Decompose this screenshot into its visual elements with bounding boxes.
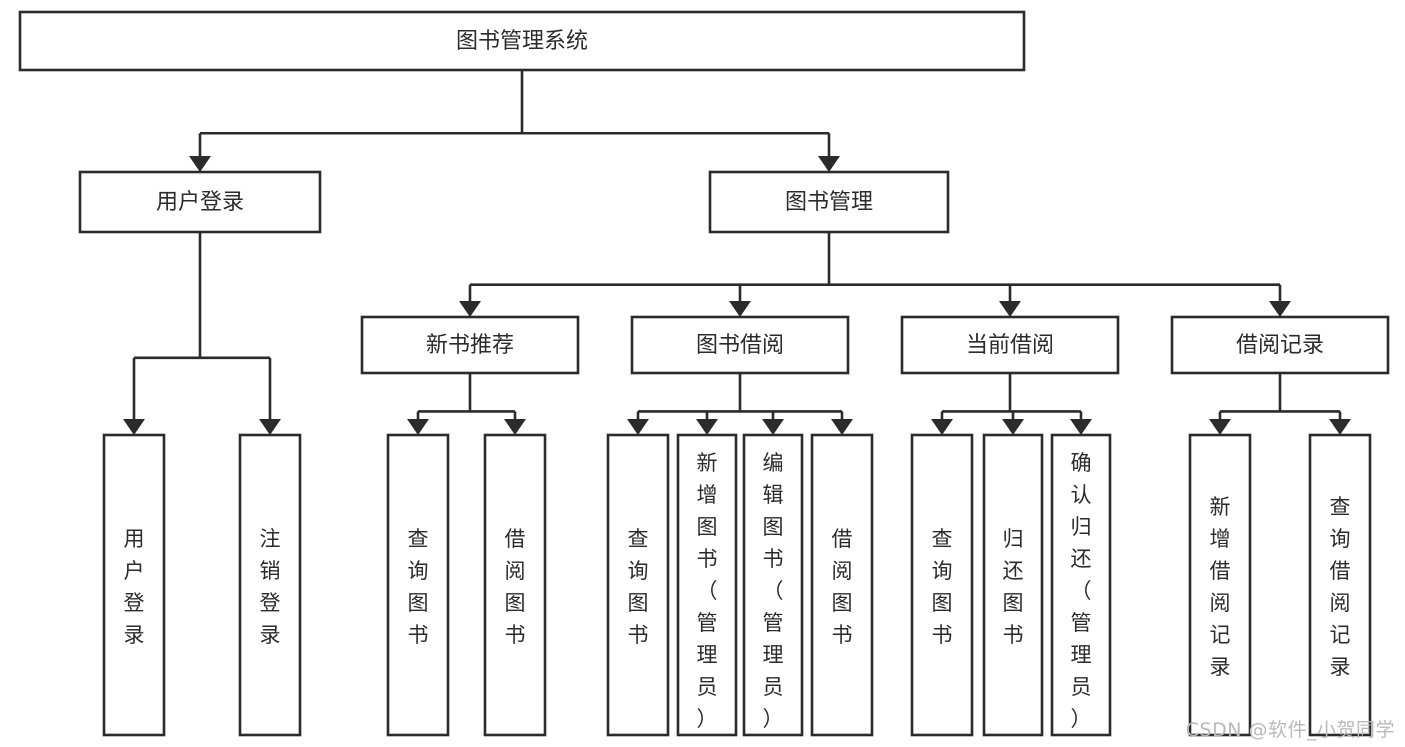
node-leaf-add-record[interactable]: 新增借阅记录 — [1188, 433, 1252, 737]
node-newbook[interactable]: 新书推荐 — [360, 315, 580, 375]
arrow-head-newbook-to-leaf-query-book-1 — [407, 419, 429, 435]
arrow-head-bookmgmt-to-records — [1269, 301, 1291, 317]
node-box-records[interactable] — [1170, 315, 1390, 375]
node-box-leaf-edit-book[interactable] — [742, 433, 804, 737]
node-label-current: 当前借阅 — [966, 333, 1054, 358]
node-label-leaf-query-book-2: 查询图书 — [628, 527, 649, 647]
node-label-leaf-query-record: 查询借阅记录 — [1330, 495, 1351, 679]
node-label-leaf-user-login: 用户登录 — [124, 527, 145, 647]
node-label-login: 用户登录 — [156, 190, 244, 215]
node-label-leaf-confirm-return: 确认归还（管理员） — [1071, 451, 1092, 731]
node-box-leaf-borrow-book-1[interactable] — [483, 433, 547, 737]
node-leaf-edit-book[interactable]: 编辑图书（管理员） — [742, 433, 804, 737]
node-box-login[interactable] — [78, 170, 322, 234]
node-box-leaf-query-book-3[interactable] — [910, 433, 974, 737]
node-label-leaf-add-book: 新增图书（管理员） — [697, 451, 718, 731]
arrow-head-login-to-leaf-logout — [259, 419, 281, 435]
node-box-leaf-user-login[interactable] — [102, 433, 166, 737]
arrow-head-root-to-bookmgmt — [818, 156, 840, 172]
node-label-newbook: 新书推荐 — [426, 333, 514, 358]
arrow-head-current-to-leaf-query-book-3 — [931, 419, 953, 435]
node-bookmgmt[interactable]: 图书管理 — [708, 170, 950, 234]
arrow-head-borrow-to-leaf-borrow-book-2 — [831, 419, 853, 435]
arrow-head-borrow-to-leaf-add-book — [696, 419, 718, 435]
node-root[interactable]: 图书管理系统 — [18, 10, 1026, 72]
node-leaf-borrow-book-1[interactable]: 借阅图书 — [483, 433, 547, 737]
arrow-head-bookmgmt-to-newbook — [459, 301, 481, 317]
node-label-bookmgmt: 图书管理 — [785, 190, 873, 215]
arrow-head-root-to-login — [189, 156, 211, 172]
arrow-head-borrow-to-leaf-edit-book — [762, 419, 784, 435]
arrow-head-current-to-leaf-return-book — [1002, 419, 1024, 435]
arrow-head-records-to-leaf-add-record — [1209, 419, 1231, 435]
node-box-leaf-confirm-return[interactable] — [1050, 433, 1112, 737]
node-label-leaf-edit-book: 编辑图书（管理员） — [763, 451, 784, 731]
node-box-leaf-logout[interactable] — [238, 433, 302, 737]
node-label-records: 借阅记录 — [1236, 333, 1324, 358]
node-leaf-add-book[interactable]: 新增图书（管理员） — [676, 433, 738, 737]
arrow-head-login-to-leaf-user-login — [123, 419, 145, 435]
node-records[interactable]: 借阅记录 — [1170, 315, 1390, 375]
arrow-head-records-to-leaf-query-record — [1329, 419, 1351, 435]
node-leaf-user-login[interactable]: 用户登录 — [102, 433, 166, 737]
edges-layer — [123, 70, 1351, 435]
node-leaf-query-book-2[interactable]: 查询图书 — [606, 433, 670, 737]
arrow-head-bookmgmt-to-borrow — [729, 301, 751, 317]
node-label-leaf-add-record: 新增借阅记录 — [1210, 495, 1231, 679]
arrow-head-borrow-to-leaf-query-book-2 — [627, 419, 649, 435]
arrow-head-bookmgmt-to-current — [999, 301, 1021, 317]
nodes-layer: 图书管理系统用户登录图书管理新书推荐图书借阅当前借阅借阅记录用户登录注销登录查询… — [18, 10, 1390, 737]
node-current[interactable]: 当前借阅 — [900, 315, 1120, 375]
node-leaf-query-book-1[interactable]: 查询图书 — [386, 433, 450, 737]
node-box-leaf-add-record[interactable] — [1188, 433, 1252, 737]
node-leaf-query-record[interactable]: 查询借阅记录 — [1308, 433, 1372, 737]
node-leaf-borrow-book-2[interactable]: 借阅图书 — [810, 433, 874, 737]
node-box-leaf-query-book-2[interactable] — [606, 433, 670, 737]
node-box-current[interactable] — [900, 315, 1120, 375]
node-label-leaf-borrow-book-2: 借阅图书 — [832, 527, 853, 647]
node-box-leaf-borrow-book-2[interactable] — [810, 433, 874, 737]
node-borrow[interactable]: 图书借阅 — [630, 315, 850, 375]
node-box-root[interactable] — [18, 10, 1026, 72]
node-label-leaf-borrow-book-1: 借阅图书 — [505, 527, 526, 647]
node-label-leaf-query-book-1: 查询图书 — [408, 527, 429, 647]
node-box-leaf-query-book-1[interactable] — [386, 433, 450, 737]
node-leaf-return-book[interactable]: 归还图书 — [982, 433, 1044, 737]
node-box-leaf-add-book[interactable] — [676, 433, 738, 737]
node-box-leaf-query-record[interactable] — [1308, 433, 1372, 737]
node-label-leaf-return-book: 归还图书 — [1003, 527, 1024, 647]
node-login[interactable]: 用户登录 — [78, 170, 322, 234]
node-leaf-confirm-return[interactable]: 确认归还（管理员） — [1050, 433, 1112, 737]
node-leaf-query-book-3[interactable]: 查询图书 — [910, 433, 974, 737]
node-box-leaf-return-book[interactable] — [982, 433, 1044, 737]
arrow-head-current-to-leaf-confirm-return — [1070, 419, 1092, 435]
node-leaf-logout[interactable]: 注销登录 — [238, 433, 302, 737]
node-box-newbook[interactable] — [360, 315, 580, 375]
node-label-root: 图书管理系统 — [456, 29, 588, 54]
arrow-head-newbook-to-leaf-borrow-book-1 — [504, 419, 526, 435]
node-label-leaf-query-book-3: 查询图书 — [932, 527, 953, 647]
node-box-bookmgmt[interactable] — [708, 170, 950, 234]
node-label-leaf-logout: 注销登录 — [260, 527, 281, 647]
node-label-borrow: 图书借阅 — [696, 333, 784, 358]
node-box-borrow[interactable] — [630, 315, 850, 375]
